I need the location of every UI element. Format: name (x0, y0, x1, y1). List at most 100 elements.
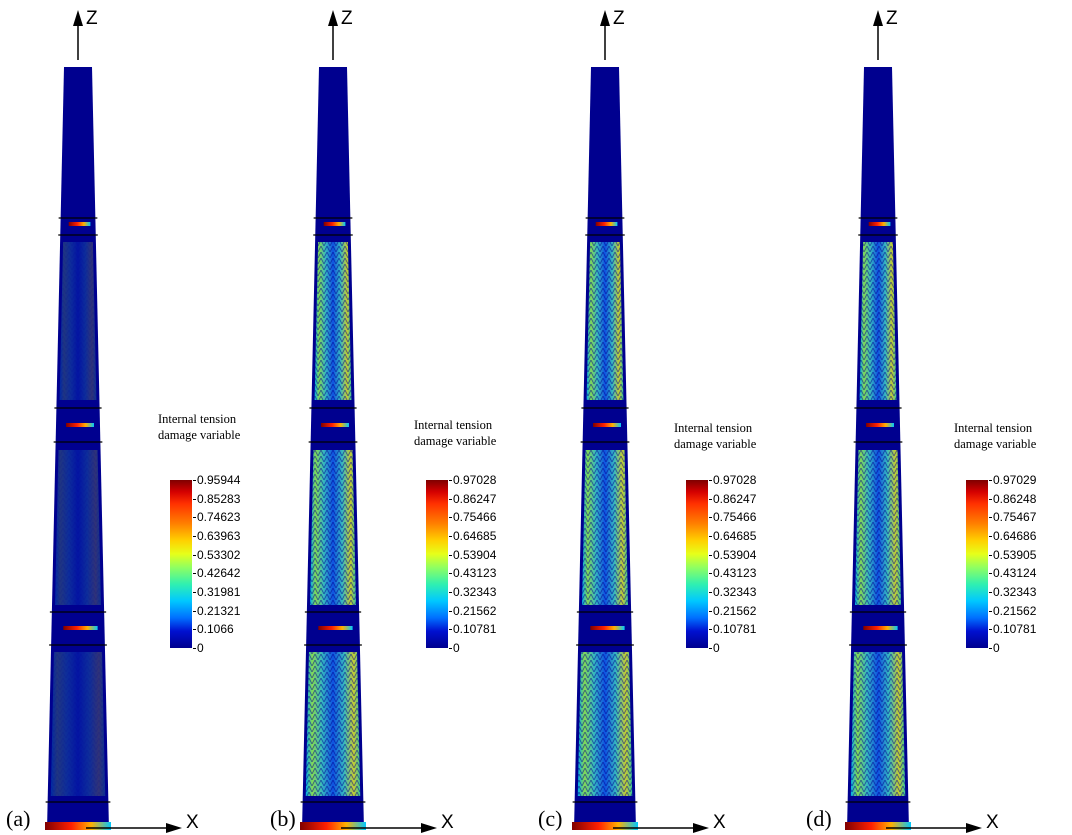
peak-damage-band (63, 626, 98, 630)
panel-label: (c) (538, 806, 563, 831)
colorbar-tick-label: 0.21562 (988, 603, 1037, 618)
colorbar-tick-label: 0.64685 (708, 529, 757, 543)
colorbar-tick-label: 0.53302 (192, 547, 241, 562)
x-axis-label: X (186, 812, 199, 833)
tower-body (47, 67, 109, 830)
legend-title-line1: Internal tension (674, 421, 753, 435)
legend-title-line1: Internal tension (158, 412, 237, 426)
colorbar-tick-label: 0.97028 (708, 473, 757, 487)
tower-1 (45, 10, 182, 833)
colorbar-tick-label: 0.10781 (988, 622, 1037, 637)
z-axis-label: Z (886, 8, 898, 29)
mesh-overlay (314, 242, 352, 400)
tower-3 (572, 10, 709, 833)
peak-damage-band (866, 423, 894, 427)
colorbar-tick-label: 0.85283 (192, 491, 241, 506)
mesh-overlay (50, 652, 106, 796)
peak-damage-band (595, 222, 618, 226)
legend-title-line1: Internal tension (414, 418, 493, 432)
colorbar-tick-label: 0 (989, 641, 1000, 655)
peak-damage-band (318, 626, 353, 630)
colorbar-tick-label: 0.75466 (708, 510, 757, 525)
colorbar-tick-label: 0.21562 (448, 603, 497, 618)
colorbar-tick-label: 0.86247 (448, 491, 497, 506)
colorbar-tick-label: 0.74623 (192, 510, 241, 525)
mesh-overlay (577, 652, 633, 796)
z-axis-label: Z (613, 8, 625, 29)
colorbar (686, 480, 708, 648)
colorbar-tick-label: 0.86247 (708, 491, 757, 506)
colorbar-tick-label: 0.32343 (708, 585, 757, 599)
colorbar-tick-label: 0.42642 (192, 566, 241, 581)
colorbar-tick-label: 0.31981 (192, 585, 241, 599)
mesh-overlay (310, 450, 356, 605)
colorbar-tick-label: 0.53904 (708, 547, 757, 562)
colorbar-tick-label: 0.63963 (192, 529, 241, 543)
mesh-overlay (855, 450, 901, 605)
mesh-overlay (59, 242, 97, 400)
x-axis-arrow-icon (693, 823, 709, 833)
colorbar (426, 480, 448, 648)
peak-damage-band (593, 423, 621, 427)
tower-2 (300, 10, 437, 833)
x-axis-label: X (713, 812, 726, 833)
colorbar (966, 480, 988, 648)
peak-damage-band (321, 423, 349, 427)
colorbar-tick-label: 0.10781 (708, 622, 757, 637)
peak-damage-band (590, 626, 625, 630)
colorbar (170, 480, 192, 648)
mesh-overlay (850, 652, 906, 796)
peak-damage-band (323, 222, 346, 226)
colorbar-tick-label: 0.1066 (193, 622, 234, 637)
mesh-overlay (586, 242, 624, 400)
peak-damage-band (68, 222, 91, 226)
z-axis-arrow-icon (600, 10, 610, 26)
z-axis-label: Z (86, 8, 98, 29)
colorbar-tick-label: 0.97029 (988, 473, 1037, 487)
panel-label: (a) (6, 806, 31, 831)
mesh-overlay (582, 450, 628, 605)
legend-title-line2: damage variable (414, 434, 497, 448)
colorbar-tick-label: 0.32343 (448, 585, 497, 599)
tower-4 (845, 10, 982, 833)
mesh-overlay (55, 450, 101, 605)
colorbar-tick-label: 0.43124 (988, 566, 1037, 581)
colorbar-tick-label: 0.86248 (988, 491, 1037, 506)
colorbar-tick-label: 0.53904 (448, 547, 497, 562)
mesh-overlay (859, 242, 897, 400)
z-axis-arrow-icon (873, 10, 883, 26)
colorbar-tick-label: 0.95944 (192, 473, 241, 487)
colorbar-tick-label: 0.75467 (988, 510, 1037, 525)
z-axis-label: Z (341, 8, 353, 29)
z-axis-arrow-icon (328, 10, 338, 26)
x-axis-arrow-icon (966, 823, 982, 833)
colorbar-tick-label: 0.43123 (708, 566, 757, 581)
base-damage-band (572, 822, 638, 830)
colorbar-tick-label: 0 (709, 641, 720, 655)
legend-title-line2: damage variable (954, 437, 1037, 451)
colorbar-tick-label: 0.43123 (448, 566, 497, 581)
colorbar-tick-label: 0 (449, 641, 460, 655)
panel-label: (d) (806, 806, 832, 831)
colorbar-tick-label: 0.53905 (988, 547, 1037, 562)
tower-body (302, 67, 364, 830)
colorbar-tick-label: 0.64685 (448, 529, 497, 543)
peak-damage-band (863, 626, 898, 630)
tower-body (574, 67, 636, 830)
colorbar-tick-label: 0.64686 (988, 529, 1037, 543)
panel-label: (b) (270, 806, 296, 831)
colorbar-tick-label: 0.97028 (448, 473, 497, 487)
base-damage-band (300, 822, 366, 830)
colorbar-tick-label: 0.75466 (448, 510, 497, 525)
x-axis-label: X (986, 812, 999, 833)
peak-damage-band (868, 222, 891, 226)
x-axis-arrow-icon (166, 823, 182, 833)
tower-body (847, 67, 909, 830)
colorbar-tick-label: 0.32343 (988, 585, 1037, 599)
z-axis-arrow-icon (73, 10, 83, 26)
x-axis-arrow-icon (421, 823, 437, 833)
colorbar-tick-label: 0.21321 (192, 603, 241, 618)
peak-damage-band (66, 423, 94, 427)
